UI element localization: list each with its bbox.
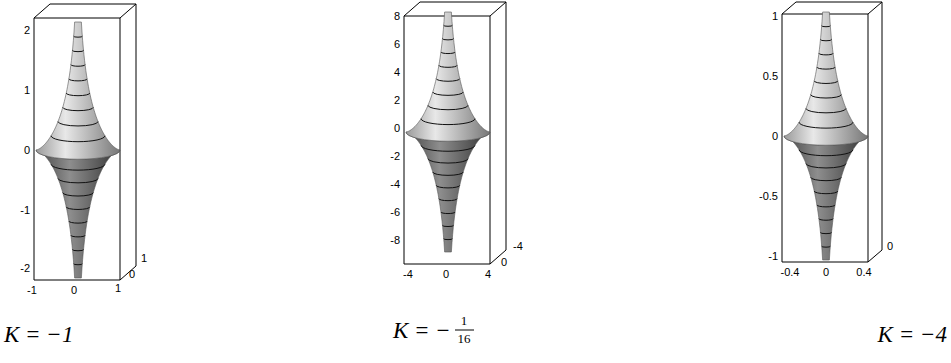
- axis-tick-label: 1: [141, 252, 147, 264]
- contour-line: [442, 39, 453, 40]
- axis-tick-label: -1: [768, 250, 778, 262]
- contour-line: [820, 232, 831, 233]
- axis-tick-label: 1: [115, 282, 121, 294]
- contour-line: [441, 52, 455, 54]
- contour-line: [74, 263, 83, 265]
- contour-line: [817, 67, 835, 69]
- axis-tick-label: 0.4: [856, 266, 871, 278]
- contour-line: [69, 221, 87, 223]
- contour-line: [428, 159, 468, 163]
- axis-tick-label: 0: [887, 240, 893, 252]
- axis-tick-label: -4: [390, 178, 400, 190]
- axis-tick-label: 8: [394, 10, 400, 22]
- contour-line: [444, 25, 453, 27]
- contour-line: [814, 191, 838, 194]
- contour-line: [428, 105, 468, 109]
- contour-line: [63, 107, 93, 110]
- axis-tick-label: -1: [20, 204, 30, 216]
- axis-tick-label: 6: [394, 38, 400, 50]
- contour-line: [433, 92, 463, 95]
- axis-tick-label: -2: [20, 262, 30, 274]
- contour-line: [433, 172, 463, 175]
- fraction-part: 16: [458, 332, 471, 346]
- axis-tick-label: -2: [390, 150, 400, 162]
- fraction-bar: [455, 330, 474, 331]
- contour-line: [71, 235, 85, 237]
- axis-tick-label: -0.4: [781, 266, 800, 278]
- axis-tick-label: 0: [823, 266, 829, 278]
- axis-tick-label: 0: [24, 144, 30, 156]
- contour-line: [66, 207, 90, 210]
- axis-tick-label: -6: [390, 206, 400, 218]
- contour-line: [436, 185, 460, 188]
- curvature-caption: K = −1: [4, 322, 73, 348]
- contour-line: [799, 122, 853, 128]
- axis-tick-label: 0: [501, 256, 507, 268]
- contour-line: [74, 36, 83, 38]
- contour-line: [822, 25, 831, 27]
- fraction-part: 1: [461, 314, 468, 328]
- axis-tick-label: -8: [390, 234, 400, 246]
- axis-tick-label: 1: [772, 10, 778, 22]
- contour-line: [421, 119, 475, 125]
- contour-line: [441, 212, 455, 214]
- contour-line: [51, 136, 105, 142]
- axis-tick-label: -4: [403, 268, 413, 280]
- contour-line: [814, 81, 838, 84]
- contour-line: [811, 95, 841, 98]
- contour-line: [811, 177, 841, 180]
- axis-tick-label: -0.5: [759, 190, 778, 202]
- axis-tick-label: -4: [513, 240, 523, 252]
- contour-line: [421, 145, 475, 151]
- contour-line: [819, 53, 833, 55]
- contour-line: [442, 225, 453, 226]
- axis-tick-label: 0: [443, 268, 449, 280]
- contour-line: [444, 238, 453, 240]
- axis-tick-label: -1: [27, 284, 37, 296]
- curvature-caption: K = −: [393, 318, 451, 344]
- axis-tick-label: 4: [394, 66, 400, 78]
- contour-line: [439, 199, 457, 201]
- bounding-box: [34, 2, 882, 280]
- contour-line: [51, 164, 105, 170]
- contour-line: [822, 246, 831, 248]
- contour-line: [820, 40, 831, 41]
- contour-line: [806, 164, 846, 168]
- axis-tick-label: 4: [485, 268, 491, 280]
- surface-lower-half: [36, 150, 120, 278]
- contour-line: [58, 178, 98, 182]
- contour-line: [66, 93, 90, 96]
- contour-line: [799, 150, 853, 156]
- surface-upper-half: [406, 12, 490, 141]
- axis-tick-label: 0: [71, 284, 77, 296]
- contour-line: [439, 65, 457, 67]
- contour-line: [72, 50, 83, 51]
- axis-tick-label: 2: [394, 94, 400, 106]
- contour-line: [72, 250, 83, 251]
- surface-upper-half: [36, 22, 120, 159]
- contour-line: [436, 79, 460, 82]
- axis-tick-label: 2: [24, 24, 30, 36]
- curvature-caption: K = −4: [878, 322, 947, 348]
- axis-tick-label: 0: [394, 122, 400, 134]
- contour-line: [806, 108, 846, 112]
- surface-upper-half: [784, 12, 868, 145]
- contour-line: [817, 205, 835, 207]
- contour-line: [69, 79, 87, 81]
- contour-line: [58, 122, 98, 126]
- axis-tick-label: 0: [129, 268, 135, 280]
- axis-tick-label: 0.5: [763, 70, 778, 82]
- surface-lower-half: [784, 136, 868, 260]
- contour-line: [71, 65, 85, 67]
- axis-tick-label: 1: [24, 84, 30, 96]
- contour-line: [63, 193, 93, 196]
- axis-tick-label: 0: [772, 130, 778, 142]
- contour-line: [819, 219, 833, 221]
- surface-lower-half: [406, 132, 490, 252]
